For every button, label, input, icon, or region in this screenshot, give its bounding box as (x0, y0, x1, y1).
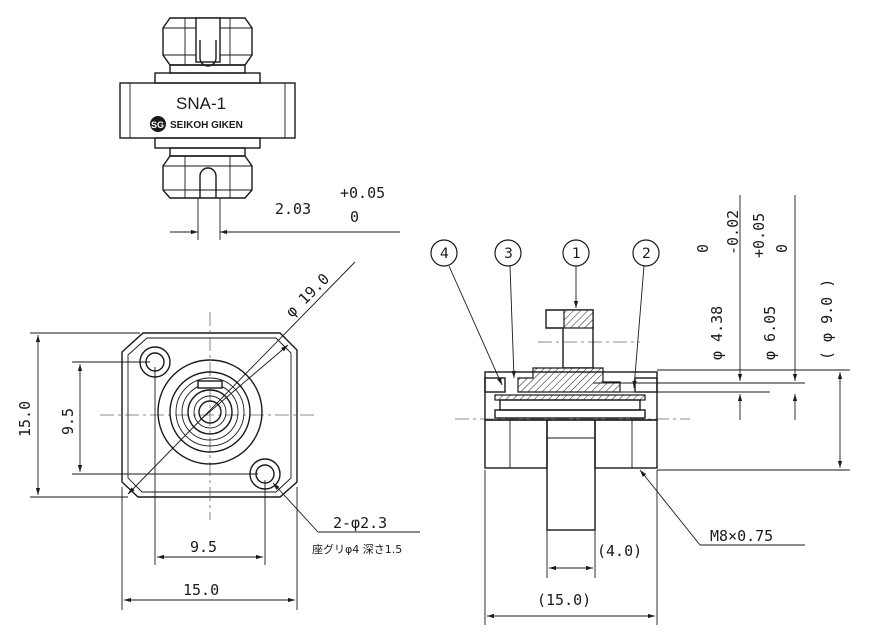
top-view: SNA-1 SG SEIKOH GIKEN 2.03 +0.05 0 (119, 17, 400, 240)
diameter-3: ( φ 9.0 ) (818, 279, 836, 360)
diagonal-dimension: φ 19.0 (282, 270, 333, 321)
upper-hex-nut (162, 17, 253, 67)
svg-text:3: 3 (504, 246, 513, 262)
diameter-1-tol-upper: 0 (694, 244, 712, 253)
svg-text:SG: SG (151, 120, 164, 130)
flange-plate (121, 332, 298, 498)
width-dimension: 15.0 (183, 581, 219, 599)
diameter-2-tol-lower: 0 (773, 244, 791, 253)
balloon-3: 3 (494, 239, 522, 267)
balloon-1: 1 (562, 239, 590, 267)
overall-width-dimension: (15.0) (537, 591, 591, 609)
slot-dimension: 2.03 (275, 200, 311, 218)
svg-text:1: 1 (572, 246, 581, 262)
hole-pitch-horizontal: 9.5 (190, 538, 217, 556)
svg-text:4: 4 (440, 246, 449, 262)
hole-pitch-vertical: 9.5 (59, 408, 77, 435)
diameter-1: φ 4.38 (708, 306, 726, 360)
side-view: 4 3 1 2 (430, 195, 850, 625)
central-boss (157, 359, 263, 465)
model-label: SNA-1 (176, 94, 226, 113)
diameter-2-tol-upper: +0.05 (750, 213, 768, 258)
svg-text:2: 2 (642, 246, 651, 262)
balloon-2: 2 (632, 239, 660, 267)
slot-tolerance-upper: +0.05 (340, 184, 385, 202)
protrusion-dimension: (4.0) (597, 542, 642, 560)
hole-callout: 2-φ2.3 (333, 514, 387, 532)
lower-hex-nut (162, 155, 253, 199)
slot-tolerance-lower: 0 (350, 208, 359, 226)
seikoh-giken-logo-icon: SG (150, 116, 166, 132)
diameter-2: φ 6.05 (761, 306, 779, 360)
counterbore-callout: 座グリφ4 深さ1.5 (312, 542, 402, 556)
diameter-1-tol-lower: -0.02 (724, 210, 742, 255)
brand-label: SEIKOH GIKEN (170, 120, 243, 131)
height-dimension: 15.0 (16, 401, 34, 437)
balloon-4: 4 (430, 239, 458, 267)
front-view: φ 19.0 15.0 9.5 9.5 15.0 2-φ2.3 座グリφ4 深さ… (16, 261, 420, 610)
thread-callout: M8×0.75 (710, 527, 773, 545)
